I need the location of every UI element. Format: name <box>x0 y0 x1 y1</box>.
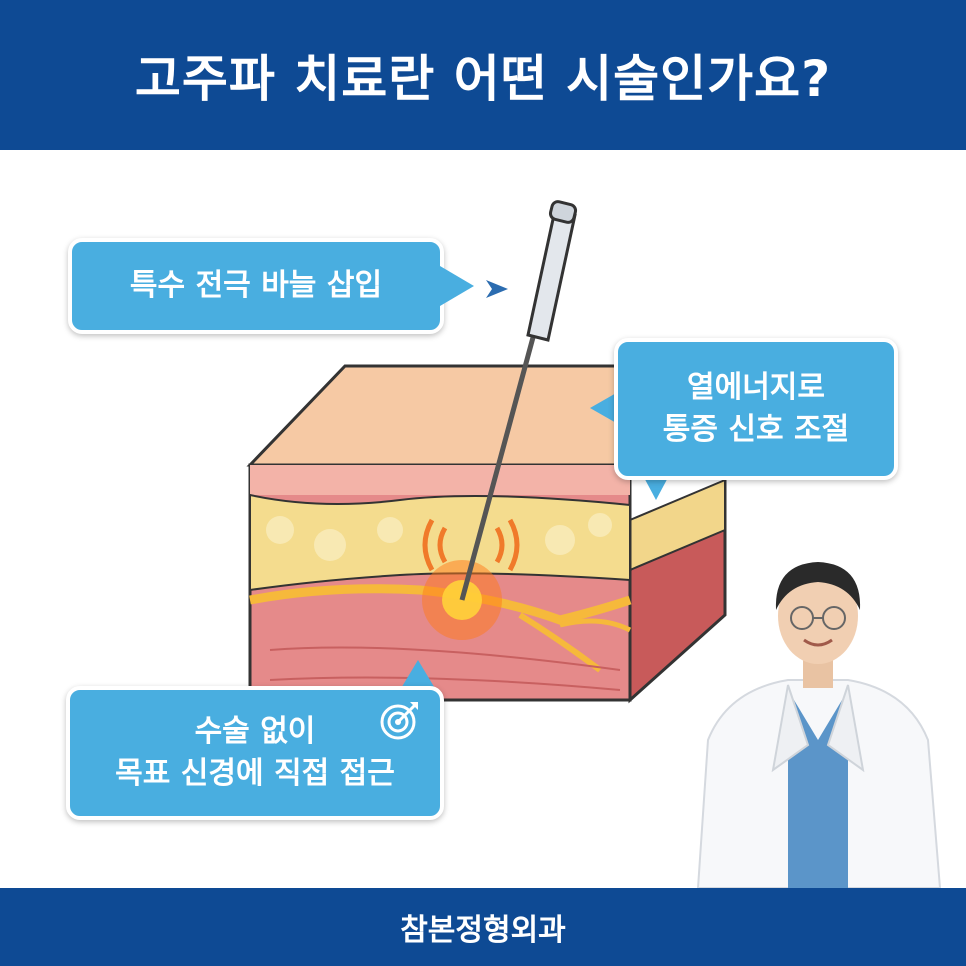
callout-text-line2: 목표 신경에 직접 접근 <box>115 756 395 791</box>
page-title: 고주파 치료란 어떤 시술인가요? <box>134 50 832 108</box>
clinic-name: 참본정형외과 <box>400 913 566 948</box>
callout-text-line2: 통증 신호 조절 <box>662 412 850 447</box>
callout-text-line1: 수술 없이 <box>194 714 316 749</box>
callout-text: 특수 전극 바늘 삽입 <box>129 268 383 303</box>
arrow-pointer-icon <box>486 280 508 298</box>
header-banner: 고주파 치료란 어떤 시술인가요? <box>0 0 966 150</box>
callout-heat-energy: 열에너지로 통증 신호 조절 <box>614 338 898 480</box>
target-icon <box>380 702 418 740</box>
callout-target-nerve: 수술 없이 목표 신경에 직접 접근 <box>66 686 444 820</box>
footer-banner: 참본정형외과 <box>0 888 966 966</box>
callout-tail <box>440 266 474 306</box>
doctor-portrait <box>696 562 942 888</box>
callout-needle-insertion: 특수 전극 바늘 삽입 <box>68 238 444 334</box>
callout-tail <box>590 392 618 424</box>
callout-text-line1: 열에너지로 <box>687 370 825 405</box>
callout-tail <box>400 660 436 690</box>
